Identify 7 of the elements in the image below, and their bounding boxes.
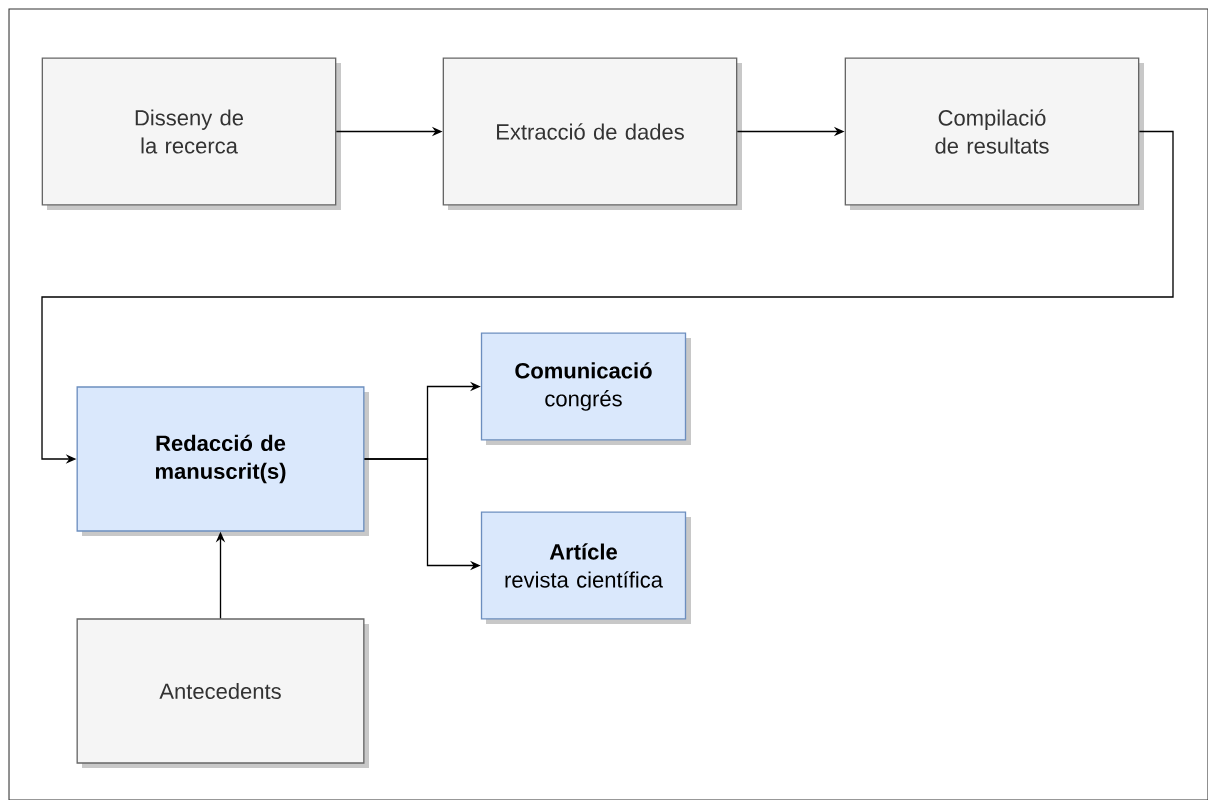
process-box: Extracció de dades: [442, 57, 742, 210]
output-box: Comunicació congrés: [480, 332, 691, 445]
process-box: Compilació de resultats: [844, 57, 1144, 210]
process-box: Disseny de la recerca: [41, 57, 341, 210]
output-box: Redacció de manuscrit(s): [76, 386, 369, 536]
process-box: Antecedents: [76, 618, 369, 768]
output-box: Artícle revista científica: [480, 511, 691, 624]
